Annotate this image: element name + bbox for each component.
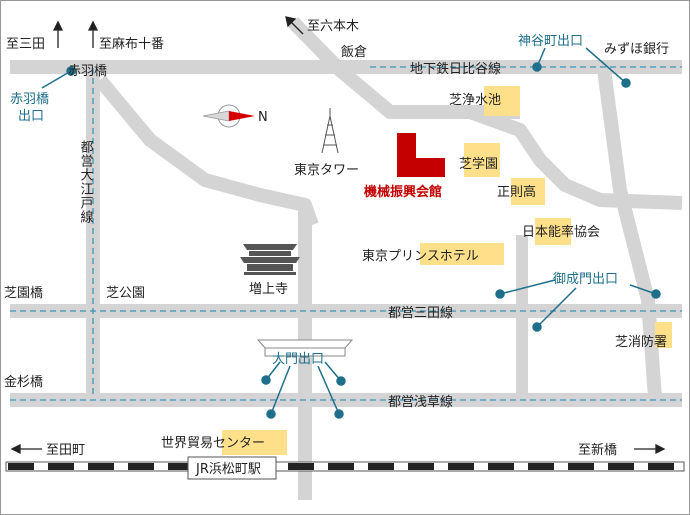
road-diagonal-roppongi xyxy=(287,17,520,119)
exit-akabanebashi-line1: 赤羽橋 xyxy=(10,92,49,107)
intersection-akabanebashi: 赤羽橋 xyxy=(68,64,107,79)
highlight-josuiike xyxy=(484,86,520,116)
exit-dot-akabanebashi xyxy=(66,66,76,76)
exit-dot-kamiyacho-1 xyxy=(532,62,542,72)
highlights xyxy=(222,86,672,455)
direction-arrows xyxy=(10,16,666,455)
exit-kamiyacho: 神谷町出口 xyxy=(518,34,583,49)
direction-to-mita: 至三田 xyxy=(6,37,45,52)
exit-dot-onarimon-3 xyxy=(651,289,661,299)
highlight-gakuen xyxy=(464,143,500,177)
direction-to-roppongi: 至六本木 xyxy=(307,19,359,34)
exit-markers xyxy=(41,47,661,419)
landmark-prince-hotel: 東京プリンスホテル xyxy=(362,248,479,264)
tokyo-tower-icon xyxy=(321,108,339,154)
landmark-tokyo-tower: 東京タワー xyxy=(294,162,359,178)
intersection-kanasugibashi: 金杉橋 xyxy=(4,374,43,390)
compass-icon xyxy=(202,104,255,128)
landmark-mizuho: みずほ銀行 xyxy=(604,42,669,57)
intersection-shibakoen: 芝公園 xyxy=(106,285,145,301)
highlight-seisoku xyxy=(511,178,545,205)
highlight-prince xyxy=(420,243,504,265)
direction-to-azabu-juban: 至麻布十番 xyxy=(99,37,164,52)
daimon-gate-icon xyxy=(256,339,354,357)
station-label: JR浜松町駅 xyxy=(195,462,261,477)
landmark-wtc: 世界貿易センター xyxy=(161,436,265,451)
exit-dot-daimon-4 xyxy=(334,409,344,419)
landmark-zojoji: 増上寺 xyxy=(249,282,288,297)
exit-dot-onarimon-1 xyxy=(495,289,505,299)
jr-railway xyxy=(5,461,685,472)
subway-lines xyxy=(10,66,682,401)
exit-dot-onarimon-2 xyxy=(532,322,542,332)
exit-dot-daimon-3 xyxy=(266,409,276,419)
exit-daimon: 大門出口 xyxy=(272,352,324,367)
highlight-wtc xyxy=(222,430,287,455)
landmark-fire-station: 芝消防署 xyxy=(615,334,667,350)
highlight-fire xyxy=(655,322,672,348)
exit-dot-daimon-1 xyxy=(261,375,271,385)
station-box: JR浜松町駅 xyxy=(187,456,277,480)
direction-to-shimbashi: 至新橋 xyxy=(578,442,617,458)
road-curve-right xyxy=(467,105,683,210)
intersection-shibazonobashi: 芝園橋 xyxy=(4,285,43,301)
exit-dot-kamiyacho-2 xyxy=(621,78,631,88)
compass-label: N xyxy=(258,110,268,125)
exit-dot-daimon-2 xyxy=(336,376,346,386)
landmark-jma: 日本能率協会 xyxy=(522,224,600,240)
highlight-jma xyxy=(535,218,571,245)
landmark-shiba-josuiike: 芝浄水池 xyxy=(449,92,501,108)
exit-onarimon: 御成門出口 xyxy=(553,272,618,287)
direction-to-tamachi: 至田町 xyxy=(46,443,85,458)
road-label-oedo-line: 都営大江戸線 xyxy=(78,140,94,224)
road-right-vertical xyxy=(596,61,662,399)
road-label-asakusa-line: 都営浅草線 xyxy=(388,394,453,410)
arrow-roppongi xyxy=(289,20,304,35)
destination-label: 機械振興会館 xyxy=(364,184,442,200)
intersection-iikura: 飯倉 xyxy=(341,45,367,60)
road-label-hibiya-line: 地下鉄日比谷線 xyxy=(410,61,501,77)
landmark-shiba-gakuen: 芝学園 xyxy=(459,156,498,172)
exit-akabanebashi-line2: 出口 xyxy=(18,109,44,124)
destination-building xyxy=(397,133,445,177)
zojoji-temple-icon xyxy=(240,244,300,275)
road-label-mita-line: 都営三田線 xyxy=(388,305,453,321)
landmark-seisoku: 正則高 xyxy=(497,184,536,200)
